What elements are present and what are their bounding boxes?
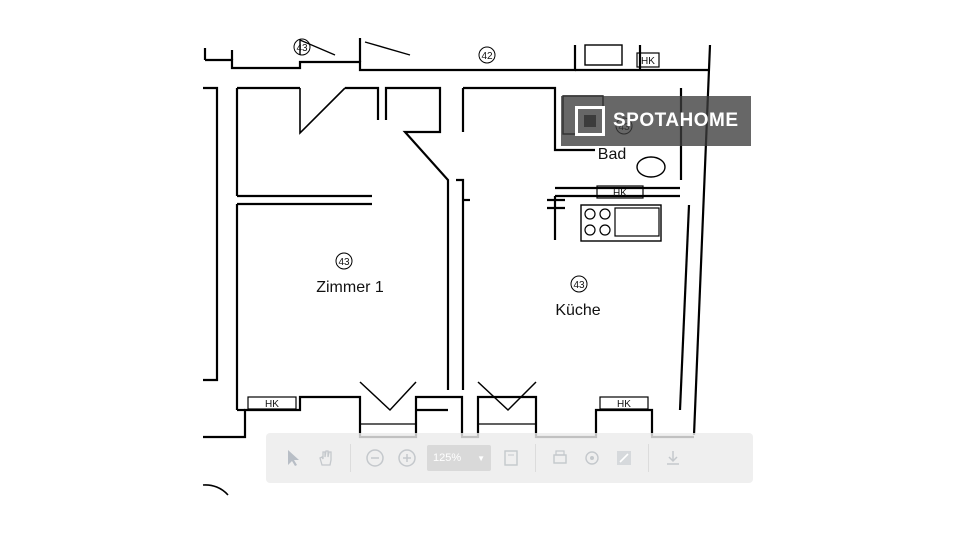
radiator-label-bad: HK (613, 188, 627, 199)
toolbar-separator (350, 444, 351, 472)
chevron-down-icon: ▼ (477, 453, 485, 463)
room-number-top-right: 42 (481, 51, 493, 62)
spotahome-logo-icon (575, 106, 605, 136)
room-number-kueche: 43 (573, 280, 585, 291)
zoom-select[interactable]: 125% ▼ (427, 445, 491, 471)
settings-icon[interactable] (576, 442, 608, 474)
radiator-label-zimmer: HK (265, 399, 279, 410)
room-number-top-left: 43 (296, 43, 308, 54)
download-icon[interactable] (657, 442, 689, 474)
room-label-bad: Bad (598, 146, 626, 163)
toolbar-separator (648, 444, 649, 472)
fit-page-icon[interactable] (495, 442, 527, 474)
pan-icon[interactable] (310, 442, 342, 474)
room-label-zimmer: Zimmer 1 (316, 279, 384, 296)
room-number-zimmer: 43 (338, 257, 350, 268)
print-icon[interactable] (544, 442, 576, 474)
radiator-label-top: HK (641, 56, 655, 67)
spotahome-watermark: SPOTAHOME (561, 96, 751, 146)
zoom-out-icon[interactable] (359, 442, 391, 474)
watermark-brand: SPOTAHOME (613, 110, 739, 131)
viewer-toolbar: 125% ▼ (266, 433, 753, 483)
radiator-label-kueche: HK (617, 399, 631, 410)
toolbar-separator (535, 444, 536, 472)
fullscreen-icon[interactable] (608, 442, 640, 474)
zoom-value: 125% (433, 452, 462, 464)
select-arrow-icon[interactable] (278, 442, 310, 474)
zoom-in-icon[interactable] (391, 442, 423, 474)
room-label-kueche: Küche (555, 302, 600, 319)
